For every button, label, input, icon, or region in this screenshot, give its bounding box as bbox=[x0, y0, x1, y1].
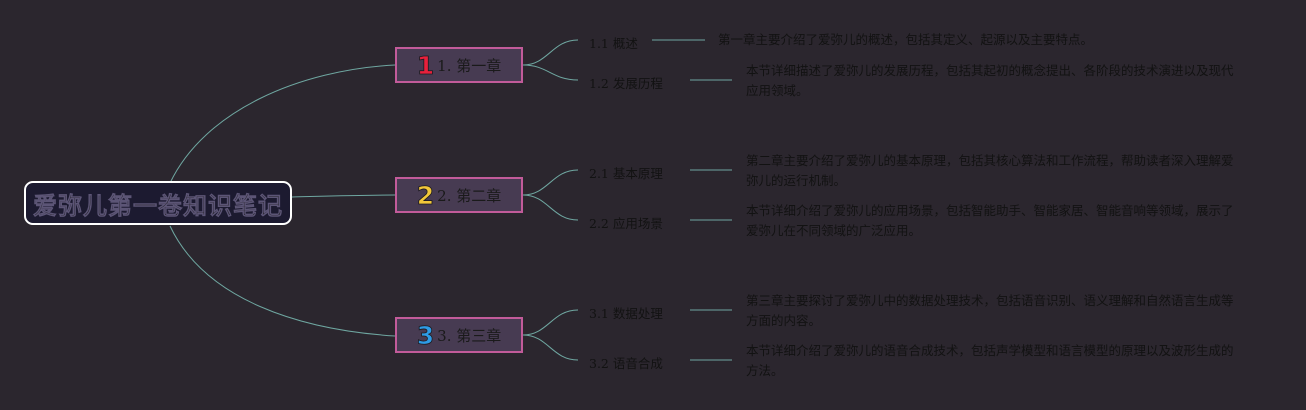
section-label: 3.2 语音合成 bbox=[589, 356, 663, 371]
section-desc-1-2: 本节详细描述了爱弥儿的发展历程，包括其起初的概念提出、各阶段的技术演进以及现代应… bbox=[746, 63, 1234, 98]
root-node[interactable]: 爱弥儿第一卷知识笔记 bbox=[24, 181, 292, 225]
connector-chapter-2-section-2 bbox=[522, 194, 579, 221]
connector-root-chapter-2 bbox=[291, 194, 396, 198]
section-node-1-1[interactable]: 1.1 概述 bbox=[589, 33, 638, 52]
section-label: 1.1 概述 bbox=[589, 36, 638, 51]
section-desc-3-1: 第三章主要探讨了爱弥儿中的数据处理技术，包括语音识别、语义理解和自然语言生成等方… bbox=[746, 293, 1234, 328]
chapter-label: 1. 第一章 bbox=[437, 56, 502, 75]
section-node-3-2[interactable]: 3.2 语音合成 bbox=[589, 353, 663, 372]
connector-root-chapter-1 bbox=[169, 64, 396, 184]
section-label: 2.2 应用场景 bbox=[589, 216, 663, 231]
chapter-label: 3. 第三章 bbox=[437, 326, 502, 345]
section-node-1-2[interactable]: 1.2 发展历程 bbox=[589, 73, 663, 92]
connector-chapter-1-section-1 bbox=[522, 39, 579, 66]
number-3-icon: 3 bbox=[416, 320, 435, 350]
section-node-2-1[interactable]: 2.1 基本原理 bbox=[589, 163, 663, 182]
chapter-label: 2. 第二章 bbox=[437, 186, 502, 205]
connector-chapter-3-section-1 bbox=[522, 309, 579, 336]
number-2-icon: 2 bbox=[416, 180, 435, 210]
connector-chapter-1-section-2 bbox=[522, 64, 579, 81]
section-label: 3.1 数据处理 bbox=[589, 306, 663, 321]
number-1-icon: 1 bbox=[416, 50, 435, 80]
section-node-3-1[interactable]: 3.1 数据处理 bbox=[589, 303, 663, 322]
root-title: 爱弥儿第一卷知识笔记 bbox=[33, 191, 283, 220]
connector-root-chapter-3 bbox=[169, 225, 396, 337]
section-node-2-2[interactable]: 2.2 应用场景 bbox=[589, 213, 663, 232]
connector-chapter-3-section-2 bbox=[522, 334, 579, 361]
chapter-node-2[interactable]: 2 2. 第二章 bbox=[395, 177, 523, 213]
connector-chapter-2-section-1 bbox=[522, 169, 579, 196]
section-label: 1.2 发展历程 bbox=[589, 76, 663, 91]
chapter-node-3[interactable]: 3 3. 第三章 bbox=[395, 317, 523, 353]
section-desc-1-1: 第一章主要介绍了爱弥儿的概述，包括其定义、起源以及主要特点。 bbox=[718, 32, 1094, 47]
section-label: 2.1 基本原理 bbox=[589, 166, 663, 181]
section-desc-3-2: 本节详细介绍了爱弥儿的语音合成技术，包括声学模型和语言模型的原理以及波形生成的方… bbox=[746, 343, 1234, 378]
section-desc-2-1: 第二章主要介绍了爱弥儿的基本原理，包括其核心算法和工作流程，帮助读者深入理解爱弥… bbox=[746, 153, 1234, 188]
section-desc-2-2: 本节详细介绍了爱弥儿的应用场景，包括智能助手、智能家居、智能音响等领域，展示了爱… bbox=[746, 203, 1234, 238]
chapter-node-1[interactable]: 1 1. 第一章 bbox=[395, 47, 523, 83]
